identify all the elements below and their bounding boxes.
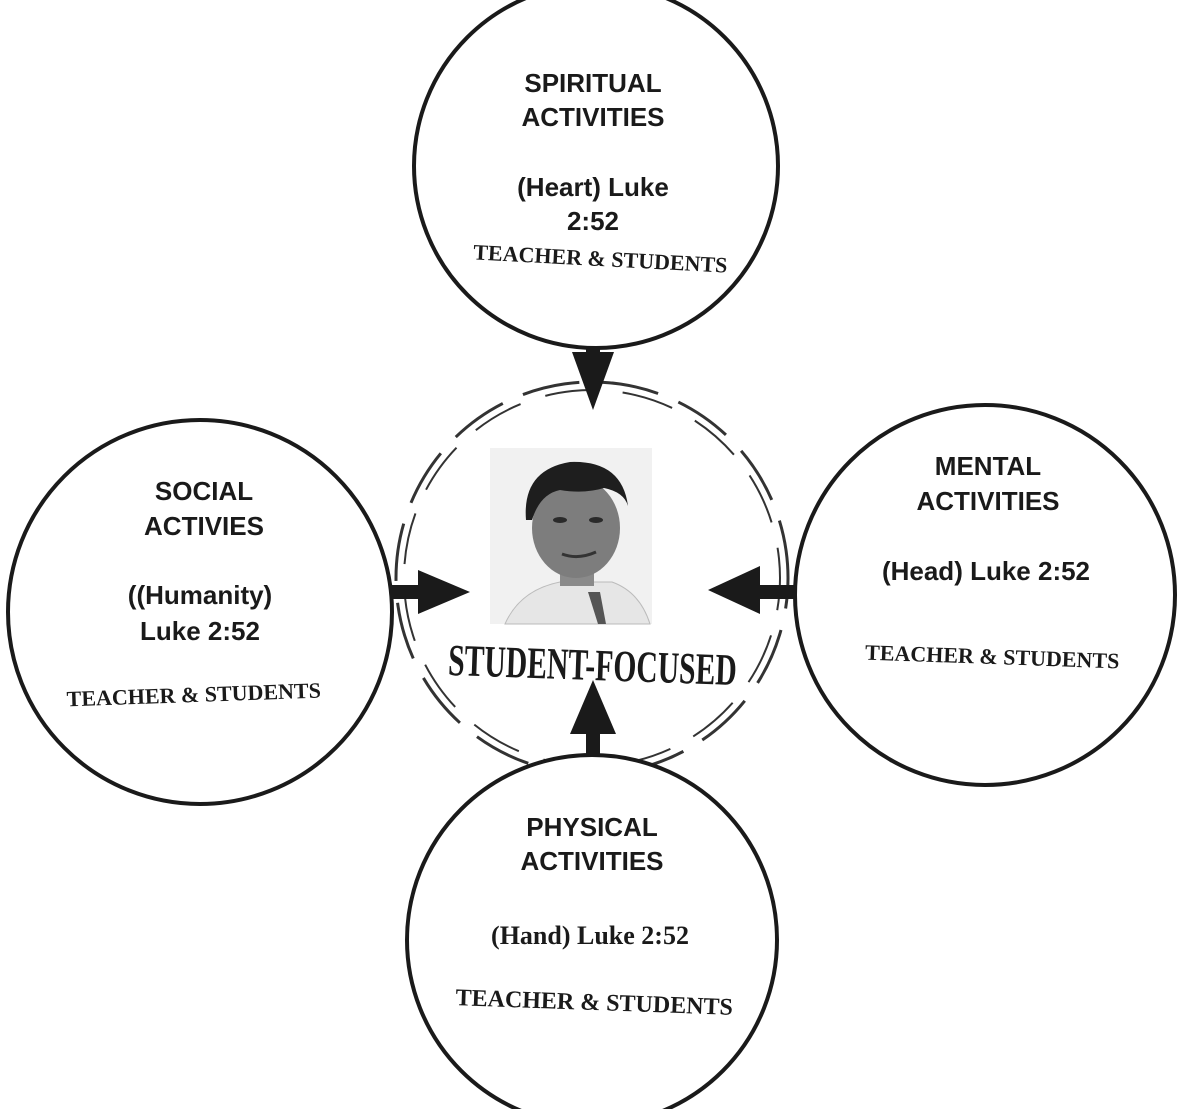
physical-title-2: ACTIVITIES: [520, 846, 663, 876]
spiritual-title-2: ACTIVITIES: [521, 102, 664, 132]
spiritual-node: SPIRITUAL ACTIVITIES (Heart) Luke 2:52 T…: [412, 0, 780, 350]
social-circle: [6, 418, 394, 806]
mental-ref-1: (Head) Luke 2:52: [882, 556, 1090, 586]
social-node: SOCIAL ACTIVIES ((Humanity) Luke 2:52 TE…: [6, 418, 394, 806]
social-title-1: SOCIAL: [155, 476, 253, 506]
mental-title-1: MENTAL: [935, 451, 1042, 481]
social-ref-2: Luke 2:52: [140, 616, 260, 646]
student-photo: [490, 448, 658, 625]
spiritual-ref-2: 2:52: [567, 206, 619, 236]
social-title-2: ACTIVIES: [144, 511, 264, 541]
spiritual-title-1: SPIRITUAL: [524, 68, 661, 98]
physical-ref-1: (Hand) Luke 2:52: [491, 921, 689, 950]
mental-node: MENTAL ACTIVITIES (Head) Luke 2:52 TEACH…: [793, 403, 1177, 787]
mental-title-2: ACTIVITIES: [916, 486, 1059, 516]
physical-title-1: PHYSICAL: [526, 812, 658, 842]
physical-node: PHYSICAL ACTIVITIES (Hand) Luke 2:52 TEA…: [405, 753, 779, 1109]
social-ref-1: ((Humanity): [128, 580, 272, 610]
mental-circle: [793, 403, 1177, 787]
physical-circle: [405, 753, 779, 1109]
spiritual-ref-1: (Heart) Luke: [517, 172, 669, 202]
spiritual-circle: [412, 0, 780, 350]
